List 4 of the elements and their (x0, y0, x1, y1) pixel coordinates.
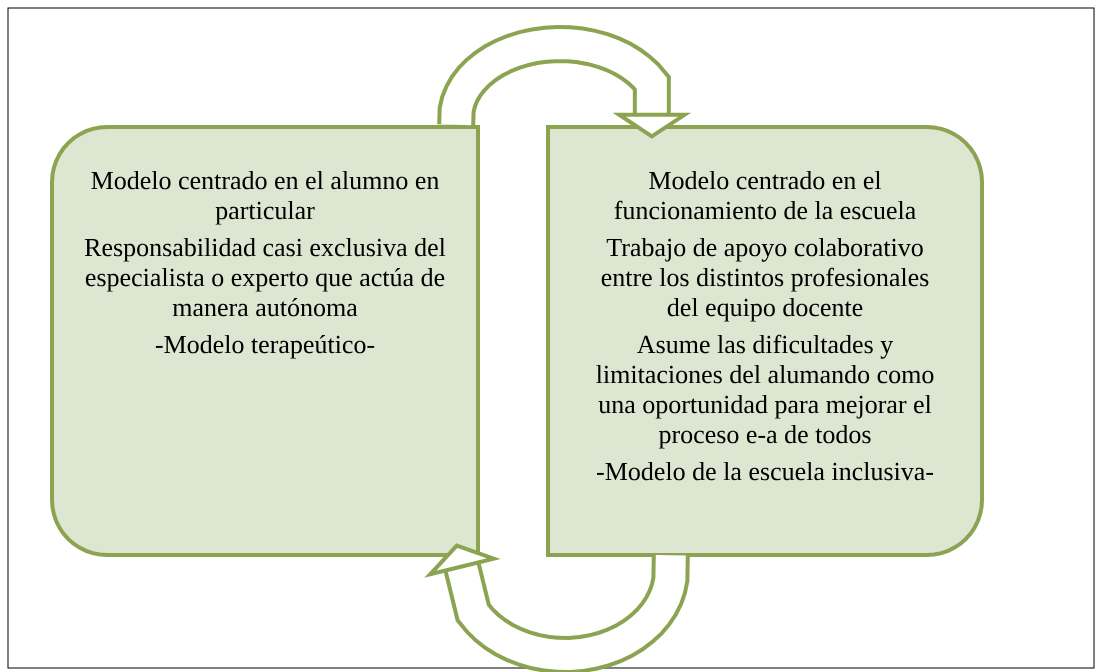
text-box: Modelo centrado en el funcionamiento de la escuela Trabajo de apoyo colaborativo entre los distintos profesionales del equipo docente Asume las dificultades y limitaciones del alumando como una oportunidad para mejorar el proceso e-a de todos -Modelo de la escuela inclusiva- (546, 125, 984, 557)
text-box: Modelo centrado en el alumno en particular Responsabilidad casi exclusiva del especialista o experto que actúa de manera autónoma -Modelo terapeútico- (50, 125, 480, 557)
curved-arrow (437, 25, 692, 139)
curved-arrow (424, 543, 690, 672)
